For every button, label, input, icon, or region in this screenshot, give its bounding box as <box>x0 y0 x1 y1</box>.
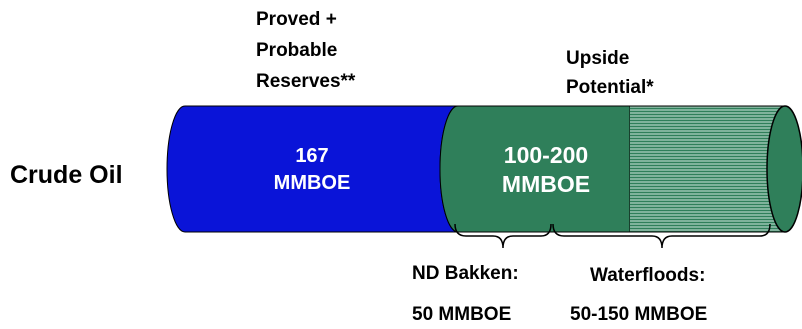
proved-value-line-1: 167 <box>295 145 328 167</box>
nd-bakken-value: 50 MMBOE <box>412 304 512 325</box>
upside-solid-segment <box>439 105 631 233</box>
reserves-label-line-2: Probable <box>256 40 338 61</box>
proved-value-line-2: MMBOE <box>274 172 351 194</box>
upside-potential-label: Upside Potential* <box>566 44 654 102</box>
upside-value-line-2: MMBOE <box>502 171 590 197</box>
barrel-end-cap <box>766 105 802 233</box>
waterfloods-brace <box>552 223 771 249</box>
waterfloods-label: Waterfloods: <box>590 265 706 286</box>
upside-hatched-segment <box>630 106 785 232</box>
proved-reserves-segment <box>166 105 459 233</box>
upside-value-line-1: 100-200 <box>504 142 588 168</box>
bakken-brace <box>454 223 552 249</box>
reserves-label-line-3: Reserves** <box>256 71 356 92</box>
upside-label-line-1: Upside <box>566 48 630 69</box>
upside-label-line-2: Potential* <box>566 77 654 98</box>
proved-probable-reserves-label: Proved + Probable Reserves** <box>256 4 355 97</box>
nd-bakken-label: ND Bakken: <box>412 263 519 284</box>
crude-oil-label: Crude Oil <box>10 161 123 189</box>
waterfloods-value: 50-150 MMBOE <box>570 304 708 325</box>
reserves-label-line-1: Proved + <box>256 9 337 30</box>
